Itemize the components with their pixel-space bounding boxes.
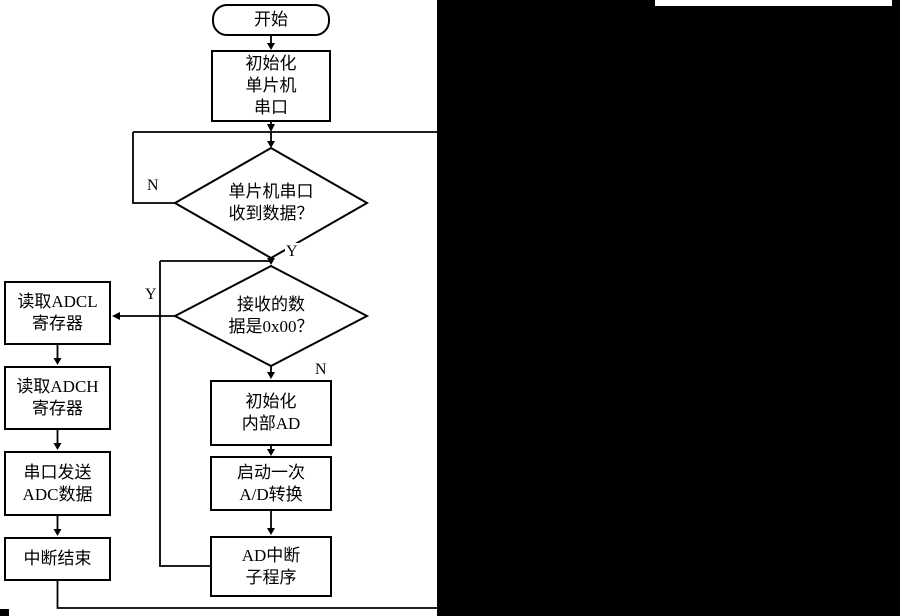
decision-is-zero-line1: 接收的数 <box>237 295 305 314</box>
start-conversion-line2: A/D转换 <box>239 484 303 504</box>
decision-received-label: 单片机串口 收到数据？ <box>175 148 367 258</box>
arrowhead-end-top <box>53 529 62 536</box>
start-conversion-line1: 启动一次 <box>237 462 305 482</box>
arrowhead-startconv-top <box>267 449 275 456</box>
start-node: 开始 <box>212 4 330 36</box>
read-adch-node: 读取ADCH 寄存器 <box>4 366 111 430</box>
arrowhead-junction <box>267 124 275 132</box>
init-ad-line2: 内部AD <box>241 414 301 433</box>
decision-is-zero-diamond <box>172 264 370 368</box>
start-conversion-node: 启动一次 A/D转换 <box>210 456 332 511</box>
arrowhead-isr-top <box>267 528 275 535</box>
ad-isr-line1: AD中断 <box>241 545 301 565</box>
arrowhead-decision2-top <box>267 258 275 265</box>
init-ad-node: 初始化 内部AD <box>210 380 332 446</box>
decision-is-zero-label: 接收的数 据是0x00？ <box>175 266 367 366</box>
edge-isr-return <box>159 261 210 567</box>
init-serial-line2: 单片机 <box>245 76 297 95</box>
top-right-white-strip <box>655 0 892 6</box>
send-adc-node: 串口发送 ADC数据 <box>4 451 111 516</box>
bottom-left-corner-mark <box>0 609 9 616</box>
arrowhead-send-top <box>53 443 62 450</box>
read-adcl-line2: 寄存器 <box>32 314 83 333</box>
interrupt-end-node: 中断结束 <box>4 537 111 581</box>
label-received-no: N <box>146 177 160 195</box>
init-ad-line1: 初始化 <box>245 392 297 411</box>
read-adcl-node: 读取ADCL 寄存器 <box>4 281 111 345</box>
arrowhead-init-top <box>267 43 275 50</box>
black-mask-panel <box>437 0 900 616</box>
init-serial-line1: 初始化 <box>245 54 297 73</box>
read-adcl-line1: 读取ADCL <box>17 292 98 311</box>
label-received-yes: Y <box>285 243 299 261</box>
edge-decision1-no-loop <box>132 132 175 204</box>
decision-received-diamond <box>172 146 370 260</box>
send-adc-line2: ADC数据 <box>22 484 93 504</box>
decision-is-zero-line2: 据是0x00？ <box>228 317 314 336</box>
label-is-zero-no: N <box>314 361 328 379</box>
arrowhead-adch-top <box>53 358 62 365</box>
read-adch-line2: 寄存器 <box>32 399 83 418</box>
label-is-zero-yes: Y <box>144 286 158 304</box>
start-label: 开始 <box>254 10 288 29</box>
init-serial-node: 初始化 单片机 串口 <box>211 50 331 122</box>
edge-bottom-rail <box>56 581 437 609</box>
arrowhead-decision1-top <box>267 141 275 148</box>
init-serial-line3: 串口 <box>254 98 288 117</box>
send-adc-line1: 串口发送 <box>23 462 92 482</box>
read-adch-line1: 读取ADCH <box>16 377 99 396</box>
arrowhead-init-ad-top <box>267 372 275 379</box>
decision-received-line1: 单片机串口 <box>228 182 314 201</box>
decision-received-line2: 收到数据？ <box>228 204 314 223</box>
arrowhead-read-adcl <box>112 312 120 320</box>
ad-isr-node: AD中断 子程序 <box>210 536 332 597</box>
ad-isr-line2: 子程序 <box>245 567 297 587</box>
interrupt-end-label: 中断结束 <box>23 549 92 568</box>
